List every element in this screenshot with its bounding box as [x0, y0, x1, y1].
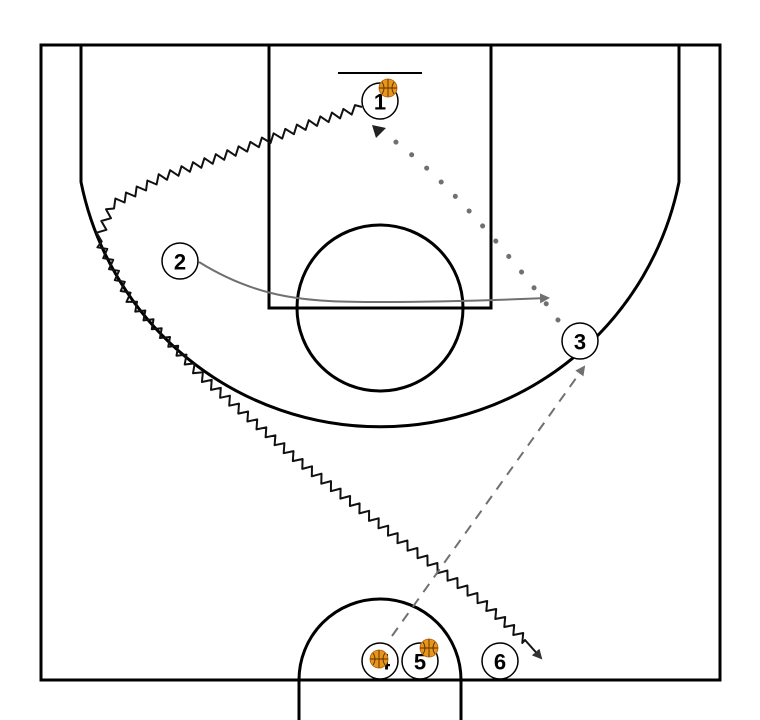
player-5-label: 5	[414, 650, 426, 675]
player-3-circle	[561, 322, 599, 360]
ball-player-4-icon	[369, 649, 389, 669]
free-throw-lane	[267, 43, 493, 310]
dribble-1-to-6-line	[95, 104, 543, 660]
player-6[interactable]: 6	[481, 642, 519, 680]
court-boundary	[39, 43, 722, 682]
player-2-label: 2	[174, 250, 186, 275]
player-3[interactable]: 3	[561, 322, 599, 360]
balls-layer	[369, 78, 439, 669]
movements-layer	[95, 104, 586, 660]
screen-3-to-1-line	[386, 134, 561, 323]
center-circle	[297, 597, 463, 720]
cut-2-to-3-line	[198, 261, 550, 304]
ball-player-1-icon	[378, 78, 398, 98]
half-court	[39, 43, 722, 720]
players-layer: 1 2 3 4 5 6	[161, 82, 599, 680]
free-throw-circle	[295, 223, 465, 393]
pass-4-to-3-line	[391, 365, 586, 637]
ball-player-5-icon	[419, 638, 439, 658]
player-3-label: 3	[574, 330, 586, 355]
screen-3-to-1-arrowhead	[372, 125, 386, 138]
player-6-circle	[481, 642, 519, 680]
player-2-circle	[161, 242, 199, 280]
player-2[interactable]: 2	[161, 242, 199, 280]
player-6-label: 6	[494, 650, 506, 675]
